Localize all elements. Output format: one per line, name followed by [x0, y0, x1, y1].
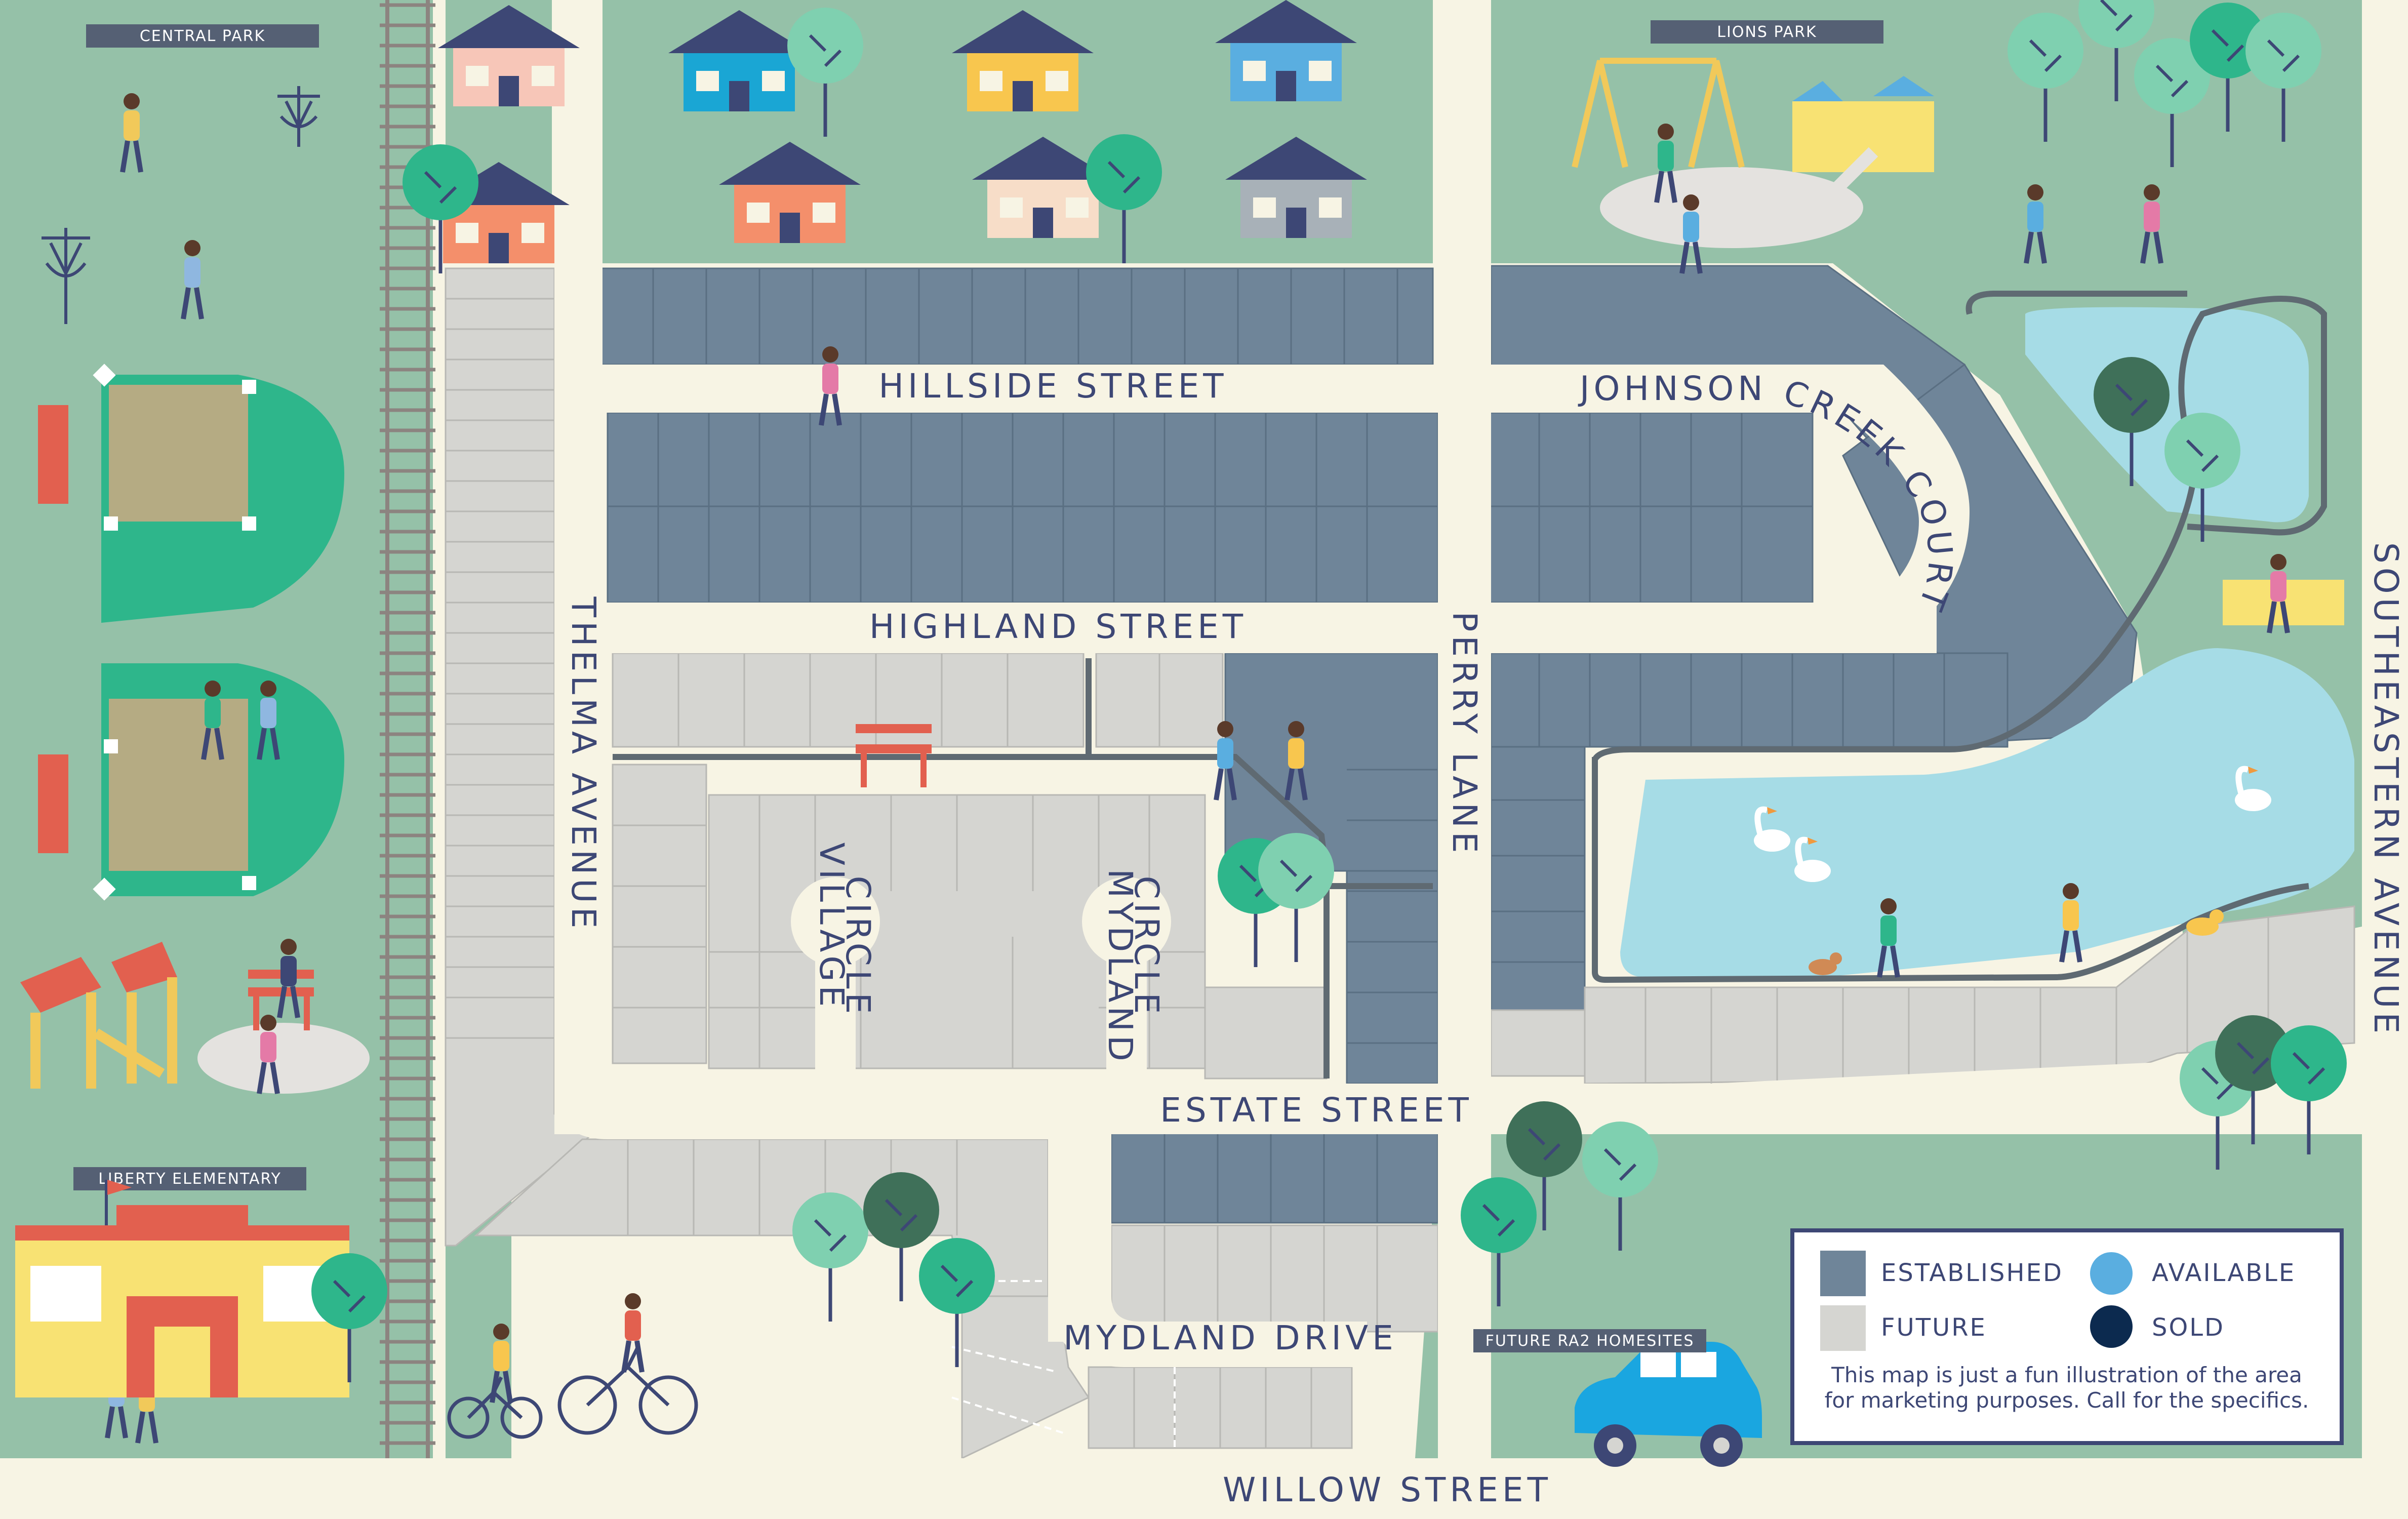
lions-park-label: LIONS PARK [1717, 23, 1817, 41]
bench-icon [856, 724, 932, 787]
ponds [1620, 307, 2354, 977]
street-label-mydland-2: CIRCLE [1127, 876, 1166, 1018]
picnic-blanket-icon [2223, 554, 2344, 633]
legend-swatch-future [1820, 1305, 1866, 1351]
legend-swatch-sold [2090, 1305, 2133, 1348]
liberty-elementary: LIBERTY ELEMENTARY [15, 1167, 349, 1397]
central-park: CENTRAL PARK [20, 24, 370, 1443]
future-lot-lines [446, 298, 2269, 1448]
legend-swatch-available [2090, 1252, 2133, 1295]
street-label-southeastern: SOUTHEASTERN AVENUE [2366, 542, 2405, 1037]
future-homesites-label: FUTURE RA2 HOMESITES [1486, 1332, 1695, 1350]
legend-future: FUTURE [1881, 1313, 1987, 1342]
swing-set-icon [1572, 58, 1745, 168]
railroad-track-icon [380, 0, 435, 1519]
liberty-elementary-label: LIBERTY ELEMENTARY [98, 1170, 282, 1188]
cul-de-sacs [791, 877, 1171, 1084]
legend: ESTABLISHED FUTURE AVAILABLE SOLD This m… [1790, 1228, 2344, 1445]
baseball-field-icon [38, 364, 344, 901]
playground-icon [1792, 76, 1934, 208]
street-label-hillside: HILLSIDE STREET [878, 367, 1227, 406]
legend-sold: SOLD [2152, 1313, 2225, 1342]
street-label-willow: WILLOW STREET [1223, 1470, 1552, 1509]
dashed-lines [951, 1280, 1176, 1448]
legend-note-line-1: This map is just a fun illustration of t… [1831, 1363, 2302, 1387]
school-icon [15, 1180, 349, 1397]
street-label-perry: PERRY LANE [1445, 612, 1484, 857]
street-label-mydland-drive: MYDLAND DRIVE [1063, 1318, 1397, 1357]
established-lot-lines [608, 268, 1945, 1223]
walking-paths [613, 291, 2327, 1078]
legend-swatch-established [1820, 1251, 1866, 1296]
street-label-mydland-1: MYDLAND [1101, 869, 1140, 1065]
street-label-village-1: VILLAGE [812, 843, 851, 1011]
legend-available: AVAILABLE [2152, 1259, 2296, 1287]
legend-established: ESTABLISHED [1881, 1259, 2063, 1287]
street-label-thelma: THELMA AVENUE [564, 596, 603, 933]
street-label-estate: ESTATE STREET [1160, 1091, 1473, 1130]
legend-note-line-2: for marketing purposes. Call for the spe… [1825, 1388, 2309, 1413]
playground-icon [20, 942, 370, 1094]
bench-icon [248, 970, 314, 1030]
lions-park: LIONS PARK [1572, 20, 2344, 633]
pond-life [821, 346, 2271, 977]
dog-icon [2186, 909, 2224, 936]
dog-icon [1809, 952, 1842, 975]
established-lots[interactable] [599, 265, 2138, 1224]
disc-golf-basket-icon [42, 86, 320, 324]
street-label-highland: HIGHLAND STREET [869, 607, 1247, 646]
street-label-village-2: CIRCLE [838, 876, 877, 1018]
car-icon [1575, 1342, 1762, 1467]
central-park-label: CENTRAL PARK [140, 27, 265, 45]
